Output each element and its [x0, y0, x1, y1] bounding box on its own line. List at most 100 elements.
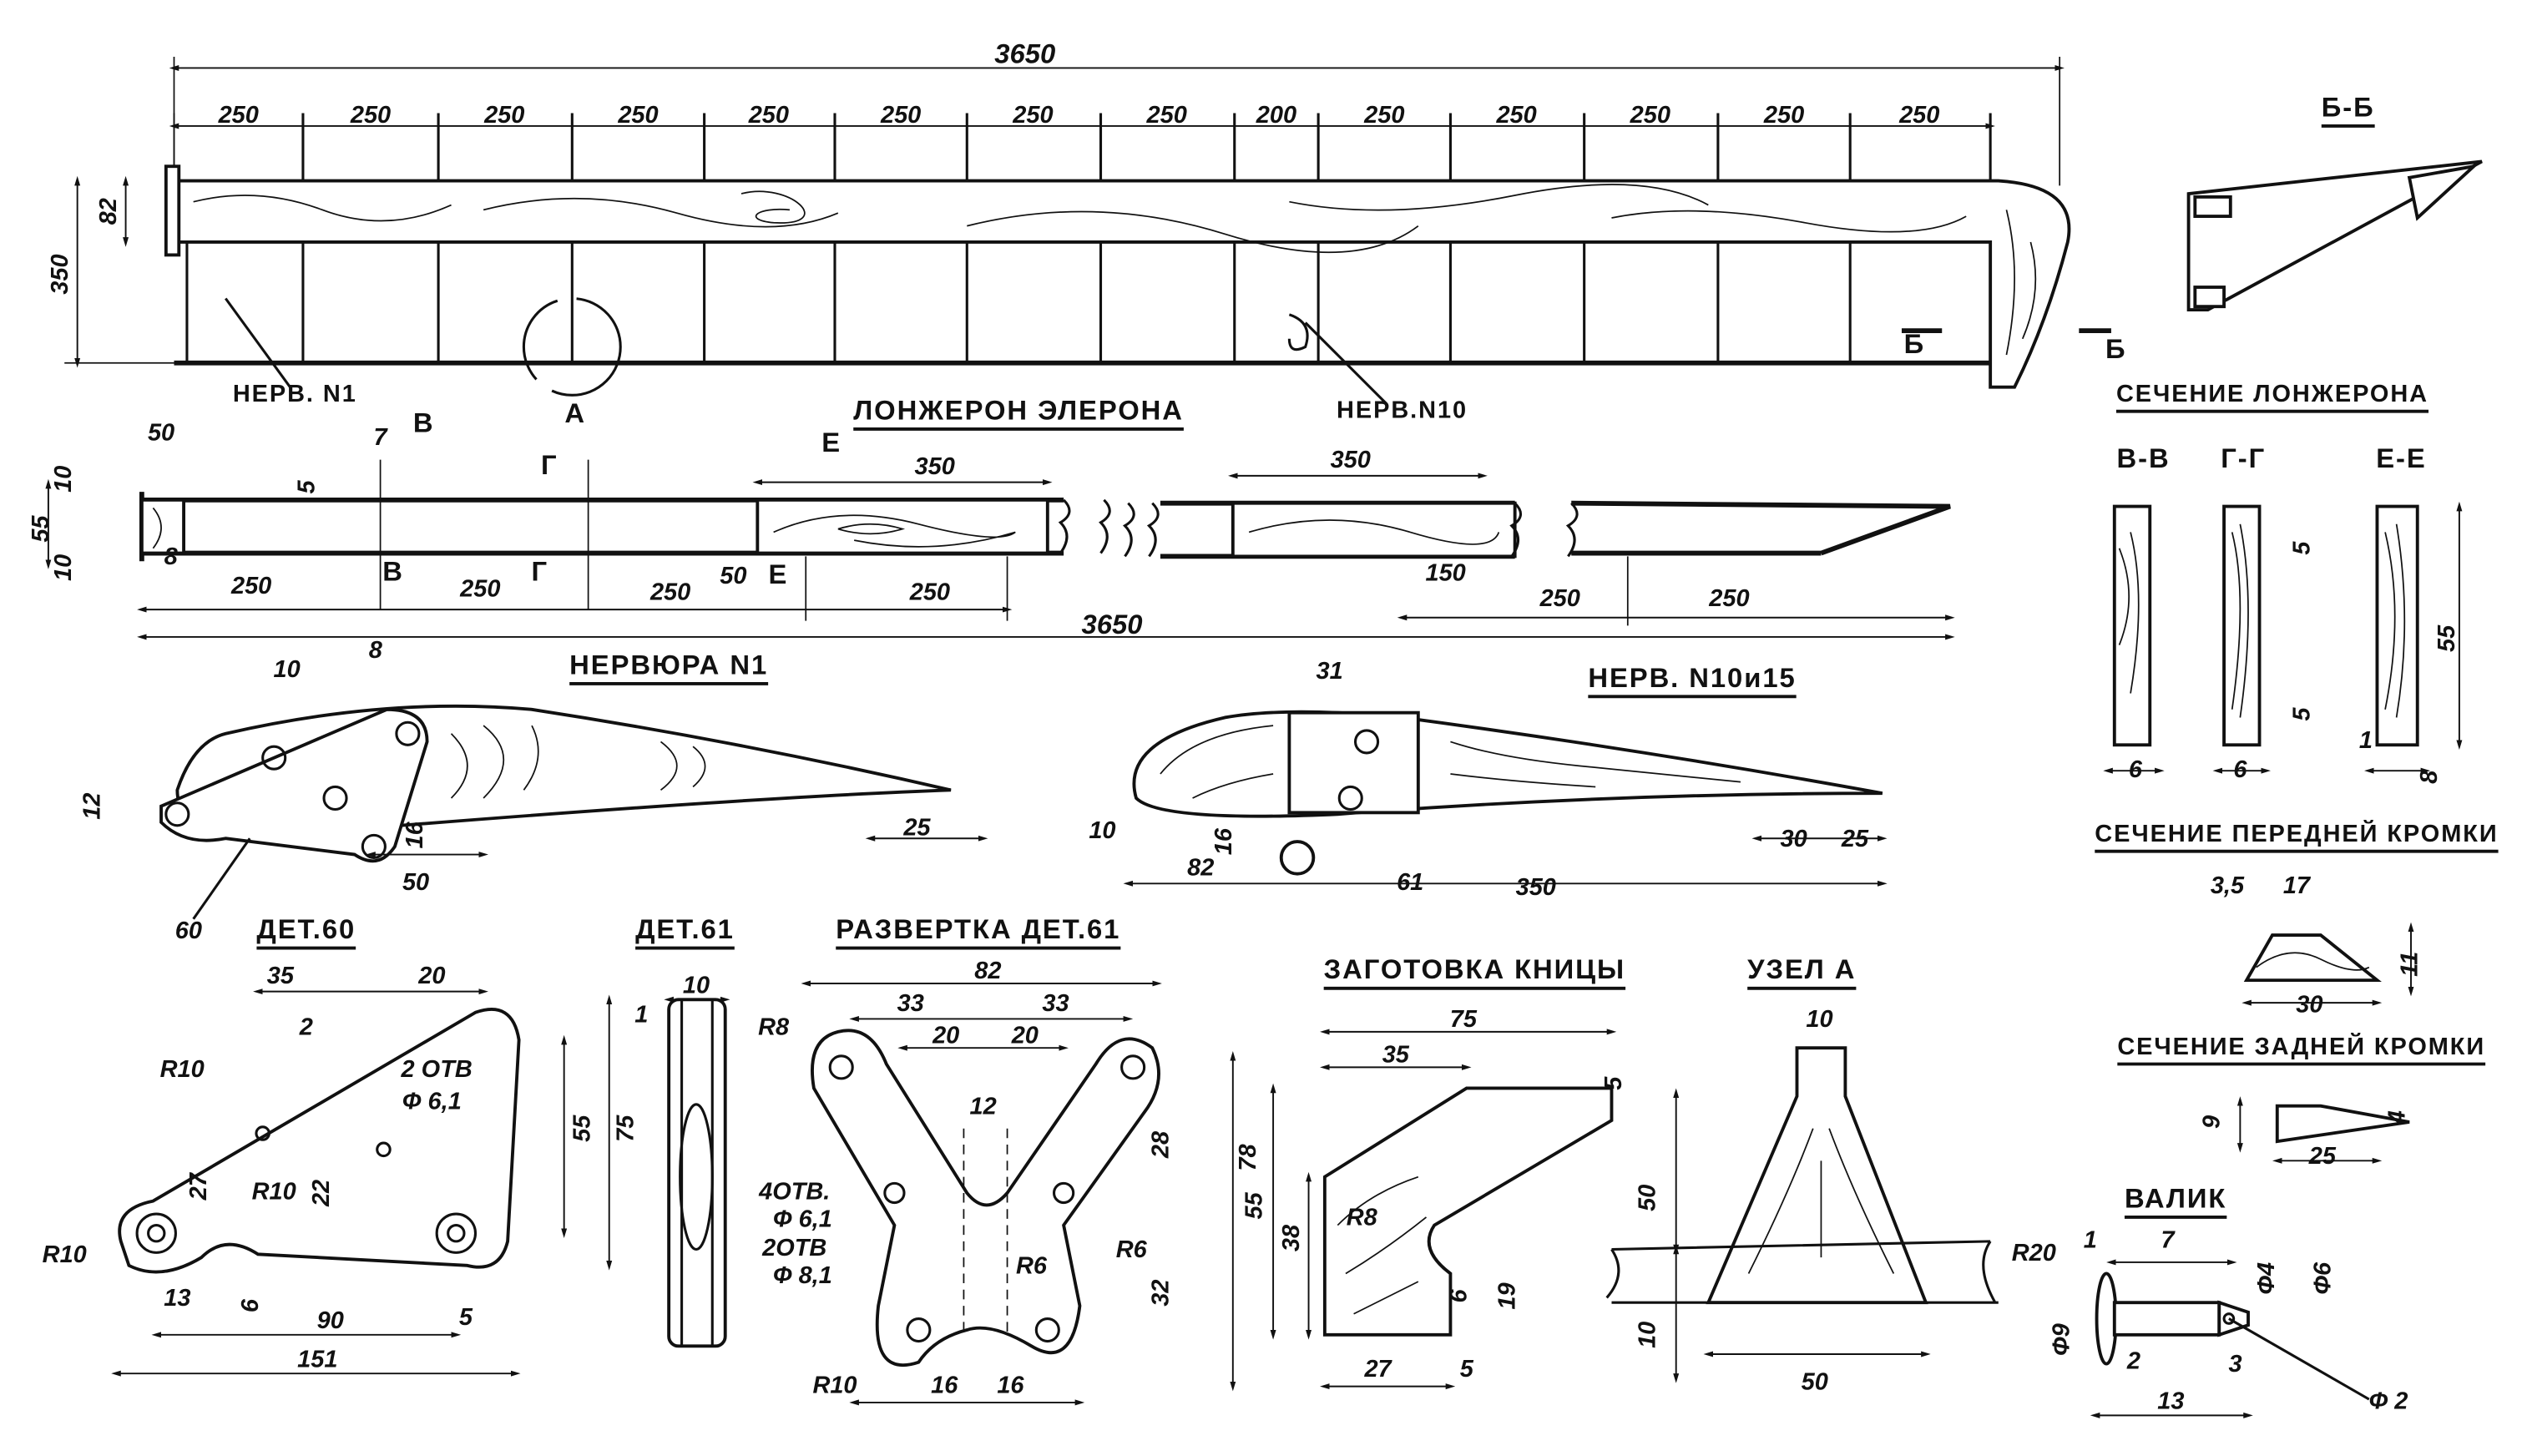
section-view-label: В-В — [2116, 442, 2170, 473]
dimension: 3650 — [1082, 609, 1143, 640]
dimension: 12 — [79, 793, 106, 820]
edge-sections-view — [2236, 922, 2414, 1164]
dimension: 33 — [897, 990, 924, 1017]
trailing-edge-title: СЕЧЕНИЕ ЗАДНЕЙ КРОМКИ — [2117, 1032, 2485, 1060]
dimension: 20 — [932, 1022, 959, 1049]
dimension: 250 — [649, 579, 690, 606]
node-a-title: УЗЕЛ А — [1747, 953, 1856, 984]
dimension: Ф4 — [2253, 1262, 2280, 1295]
dimension: Ф 6,1 — [773, 1206, 832, 1232]
roller-view — [2090, 1259, 2370, 1418]
dimension: 1 — [2084, 1227, 2097, 1254]
dimension: 13 — [164, 1285, 190, 1312]
section-mark: В — [382, 555, 404, 586]
section-mark: Е — [769, 559, 789, 589]
dimension: 8 — [369, 637, 383, 664]
dimension: 50 — [148, 419, 174, 446]
dimension: 250 — [909, 579, 950, 606]
dimension: Ф9 — [2049, 1323, 2075, 1356]
gusset-blank-view — [1270, 1029, 1617, 1390]
dimension: 55 — [1241, 1191, 1268, 1219]
dimension: R8 — [758, 1014, 790, 1041]
dimension: 3,5 — [2211, 872, 2245, 899]
dimension: 151 — [297, 1346, 337, 1373]
dimension: 50 — [720, 563, 746, 589]
dimension: 10 — [50, 554, 77, 581]
dimension: 5 — [293, 479, 320, 493]
dimension: 5 — [1600, 1076, 1627, 1090]
dimension: 50 — [402, 869, 429, 896]
dimension: 27 — [1363, 1356, 1392, 1383]
dimension: 20 — [1011, 1022, 1039, 1049]
unfold-61-view — [801, 980, 1236, 1406]
dimension: 75 — [1450, 1006, 1478, 1033]
dimension: 25 — [902, 814, 931, 841]
dimension: 150 — [1426, 559, 1466, 586]
dimension: 35 — [1382, 1042, 1410, 1069]
rib-n1-view — [159, 704, 988, 920]
section-mark: Г — [541, 449, 558, 480]
spacing-dimension: 250 — [1630, 102, 1670, 129]
dimension: 61 — [1397, 869, 1423, 896]
dimension: R10 — [160, 1056, 205, 1083]
dimension: 17 — [2283, 872, 2312, 899]
node-a-view — [1605, 1046, 1999, 1383]
rib-n10-15-view — [1123, 710, 1888, 887]
dimension: 1 — [2359, 727, 2373, 754]
dimension: R6 — [1116, 1236, 1148, 1263]
dimension: R10 — [812, 1372, 857, 1398]
leading-edge-title: СЕЧЕНИЕ ПЕРЕДНЕЙ КРОМКИ — [2095, 819, 2498, 847]
dimension: 82 — [974, 958, 1001, 984]
section-mark: Б — [1904, 328, 1926, 359]
dimension: 6 — [237, 1298, 264, 1312]
unfold-61-title: РАЗВЕРТКА ДЕТ.61 — [836, 913, 1120, 944]
dimension: 250 — [1539, 585, 1580, 612]
dimension: 7 — [374, 424, 389, 451]
dimension: 55 — [2434, 624, 2460, 652]
section-mark: Е — [821, 427, 841, 458]
dimension: 82 — [1187, 855, 1214, 882]
spacing-dimension: 250 — [880, 102, 921, 129]
dimension: 13 — [2157, 1388, 2184, 1415]
part-60-title: ДЕТ.60 — [256, 913, 356, 944]
spacing-dimension: 200 — [1256, 102, 1296, 129]
spacing-dimension: 250 — [1363, 102, 1404, 129]
spar-view — [45, 459, 1955, 640]
dimension: 4ОТВ. — [758, 1179, 830, 1206]
part-61-view — [664, 996, 730, 1348]
spacing-dimension: 250 — [617, 102, 658, 129]
dimension: 6 — [2129, 756, 2143, 783]
dimension: 5 — [2288, 707, 2315, 721]
dimension: 20 — [417, 963, 445, 989]
dimension: Ф 2 — [2369, 1388, 2408, 1415]
dimension: 350 — [1516, 874, 1556, 901]
spacing-dimension: 250 — [748, 102, 789, 129]
dimension: 8 — [2416, 770, 2443, 784]
dimension: 19 — [1494, 1282, 1521, 1309]
section-bb-title: Б-Б — [2322, 91, 2375, 122]
rib-n1-title: НЕРВЮРА N1 — [569, 649, 768, 680]
section-view-label: Г-Г — [2221, 442, 2266, 473]
roller-title: ВАЛИК — [2125, 1182, 2226, 1213]
dimension: 30 — [1781, 826, 1807, 852]
dimension: 6 — [2233, 756, 2247, 783]
dimension: 7 — [2161, 1227, 2176, 1254]
dimension: 2 — [2126, 1347, 2140, 1374]
part-60-view — [111, 988, 613, 1377]
dimension: 33 — [1042, 990, 1069, 1017]
dimension: 250 — [1708, 585, 1749, 612]
part-61-title: ДЕТ.61 — [635, 913, 735, 944]
dimension: R10 — [252, 1179, 296, 1206]
dimension: 38 — [1278, 1224, 1305, 1251]
dimension: 2 ОТВ — [401, 1056, 473, 1083]
dimension: 2 — [299, 1014, 313, 1041]
spar-title: ЛОНЖЕРОН ЭЛЕРОНА — [853, 394, 1184, 425]
dimension: R8 — [1347, 1205, 1378, 1231]
dimension: 10 — [1806, 1006, 1832, 1033]
callout-rib-n10: НЕРВ.N10 — [1337, 397, 1468, 423]
dimension: 32 — [1148, 1280, 1175, 1307]
gusset-title: ЗАГОТОВКА КНИЦЫ — [1324, 953, 1625, 984]
section-view-label: Е-Е — [2376, 442, 2426, 473]
spar-sections-view — [2103, 501, 2463, 774]
